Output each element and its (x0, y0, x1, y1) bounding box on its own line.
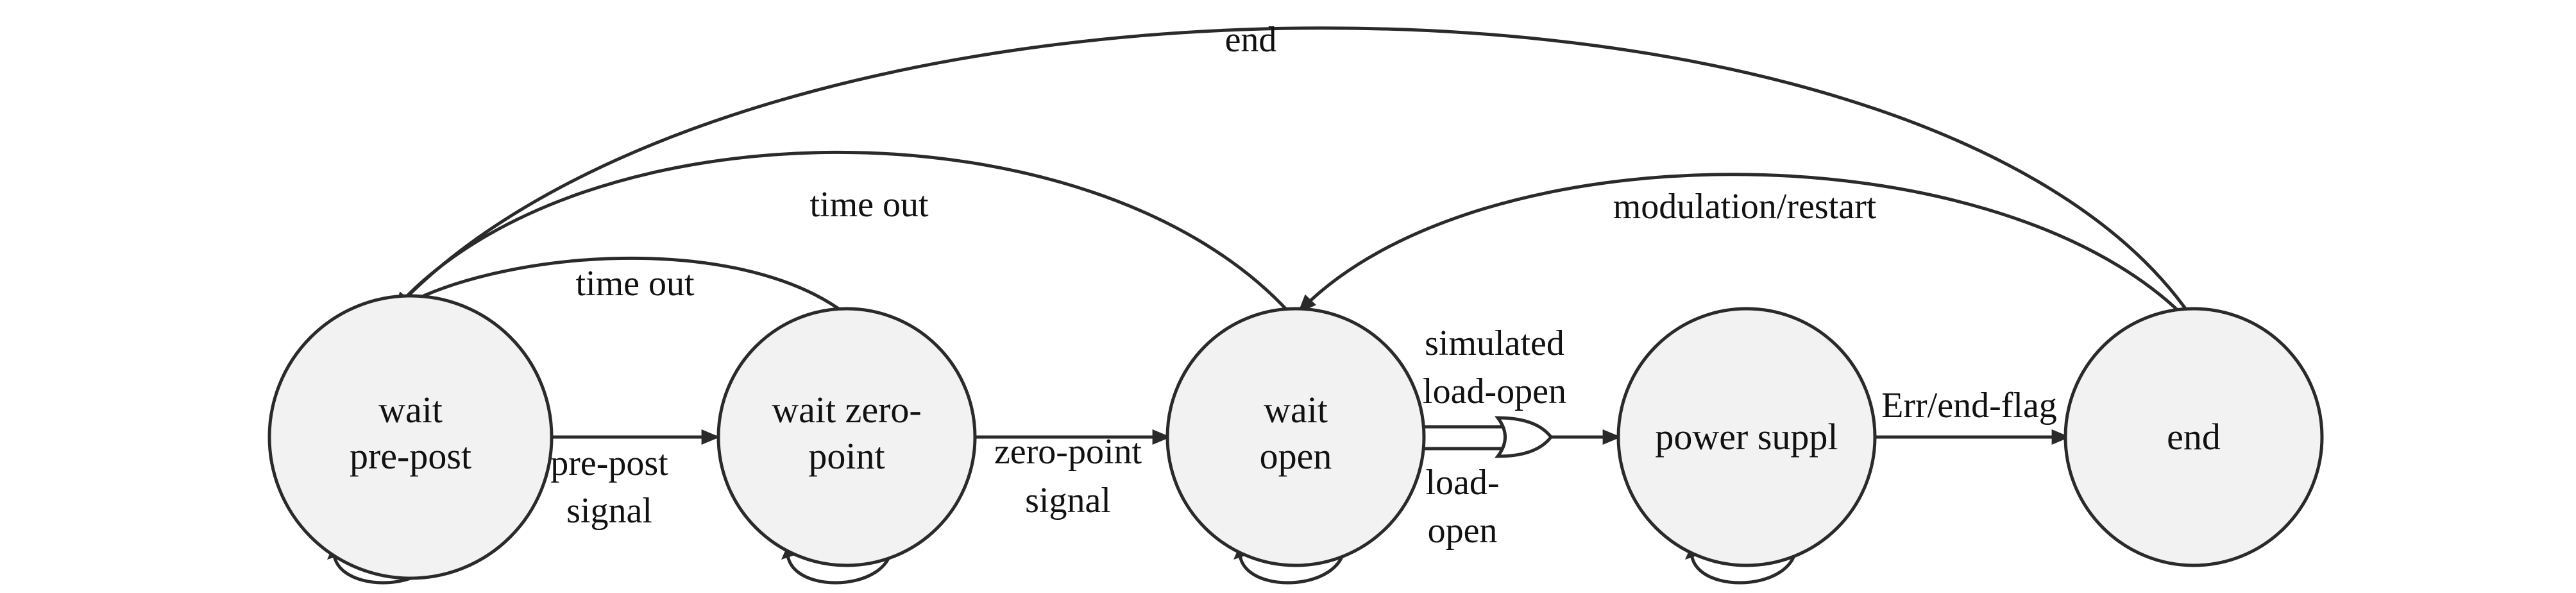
edge-modulation-restart (1298, 173, 2182, 314)
self-loop-wait-open (1238, 540, 1346, 585)
node-wait-open-label-2: open (1260, 435, 1332, 477)
node-wait-zero-point (716, 307, 977, 567)
edge-label-simulated-1: simulated (1425, 323, 1564, 363)
edge-label-load-open-2: open (1428, 511, 1498, 551)
edge-label-pre-post-1: pre-post (550, 443, 668, 483)
edge-label-zero-point-1: zero-point (994, 432, 1142, 472)
node-wait-zero-point-label-2: point (808, 435, 885, 477)
edge-end-return (390, 26, 2192, 317)
node-wait-open (1165, 307, 1426, 567)
edge-time-out-zero (397, 256, 848, 316)
node-end-label: end (2167, 416, 2221, 458)
node-wait-open-label-1: wait (1264, 389, 1328, 431)
edge-label-pre-post-2: signal (566, 491, 652, 531)
node-power-suppl-label: power suppl (1655, 416, 1838, 458)
edge-label-end-return: end (1225, 20, 1277, 60)
node-end (2063, 307, 2324, 567)
node-power-suppl (1616, 307, 1877, 567)
node-wait-pre-post-label-1: wait (378, 389, 443, 431)
edge-label-load-open-1: load- (1425, 463, 1499, 503)
edge-time-out-open (393, 150, 1291, 314)
edge-label-simulated-2: load-open (1423, 372, 1566, 411)
node-wait-pre-post-label-2: pre-post (350, 435, 471, 477)
edge-label-err-end-flag: Err/end-flag (1881, 386, 2057, 425)
node-wait-pre-post (267, 294, 554, 580)
edge-label-time-out-zero: time out (575, 264, 695, 304)
or-gate (1494, 416, 1554, 458)
edge-label-zero-point-2: signal (1025, 481, 1111, 520)
self-loop-power-suppl (1690, 540, 1798, 585)
edge-label-modulation-restart: modulation/restart (1613, 187, 1877, 227)
node-wait-zero-point-label-1: wait zero- (772, 389, 921, 431)
edge-label-time-out-open: time out (809, 185, 929, 225)
